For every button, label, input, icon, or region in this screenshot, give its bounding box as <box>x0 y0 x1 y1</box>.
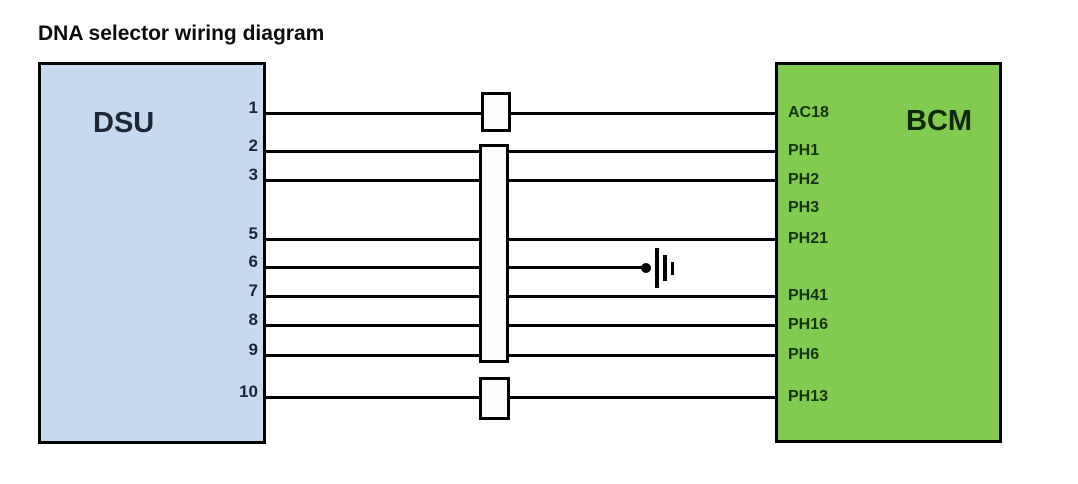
wire-row-3 <box>263 179 779 182</box>
wire-row-2 <box>263 150 779 153</box>
dsu-pin-8: 8 <box>248 310 258 329</box>
wire-row-10 <box>263 396 779 399</box>
ground-junction-dot <box>641 263 651 273</box>
dsu-pin-5: 5 <box>248 224 258 243</box>
bcm-pin-ph1: PH1 <box>788 142 820 159</box>
ground-bar-long <box>655 248 659 288</box>
bcm-pin-ph16: PH16 <box>788 316 829 333</box>
dsu-pin-1: 1 <box>248 98 258 117</box>
dsu-box: DSU <box>38 62 266 444</box>
wire-row-5 <box>263 238 779 241</box>
wire-row-9 <box>263 354 779 357</box>
wire-row-1 <box>263 112 779 115</box>
dsu-pin-3: 3 <box>248 165 258 184</box>
diagram-title: DNA selector wiring diagram <box>38 22 325 45</box>
bcm-pin-ph21: PH21 <box>788 230 829 247</box>
splice-connector-middle <box>479 144 509 363</box>
bcm-pin-ph3: PH3 <box>788 199 820 216</box>
wire-row-6 <box>263 266 646 269</box>
bcm-box: BCM <box>775 62 1002 443</box>
dsu-pin-7: 7 <box>248 281 258 300</box>
bcm-pin-ph6: PH6 <box>788 346 820 363</box>
dsu-pin-10: 10 <box>239 382 258 401</box>
dsu-pin-9: 9 <box>248 340 258 359</box>
bcm-box-label: BCM <box>906 105 973 137</box>
bcm-pin-ph2: PH2 <box>788 171 820 188</box>
bcm-pin-ph13: PH13 <box>788 388 829 405</box>
dsu-box-label: DSU <box>93 107 155 139</box>
wire-row-8 <box>263 324 779 327</box>
ground-bar-medium <box>663 255 667 281</box>
splice-connector-bottom <box>479 377 510 420</box>
bcm-pin-ac18: AC18 <box>788 104 829 121</box>
wire-row-7 <box>263 295 779 298</box>
splice-connector-top <box>481 92 511 132</box>
dsu-pin-2: 2 <box>248 136 258 155</box>
bcm-pin-ph41: PH41 <box>788 287 829 304</box>
dsu-pin-6: 6 <box>248 252 258 271</box>
ground-bar-short <box>671 262 674 275</box>
